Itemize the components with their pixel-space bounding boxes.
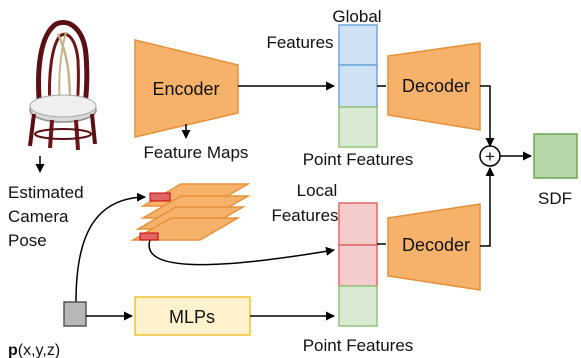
sdf-label: SDF [538,189,572,208]
feature-maps-label: Feature Maps [144,143,249,162]
feature-maps-to-local-curve [148,239,335,266]
mlps-label: MLPs [169,307,215,327]
global-feature-cell-1 [338,24,378,66]
local-feature-cell-1 [338,202,378,246]
point-feature-cell-bottom [338,285,378,327]
global-features-label-line2: Features [266,33,333,52]
point-features-label-top: Point Features [303,150,414,169]
sdf-output-block [533,133,578,179]
global-features-label-line1: Global [332,7,381,26]
camera-pose-label-line2: Camera [8,207,69,226]
decoder-bottom-label: Decoder [402,235,470,255]
decoder-top-to-sum-arrow [480,85,495,147]
input-point-coords: (x,y,z) [18,342,60,358]
decoder-top-block [387,42,481,131]
decoder-top-label: Decoder [402,76,470,96]
camera-pose-label-line3: Pose [8,231,47,250]
encoder-block [134,39,239,138]
point-to-feature-maps-curve [75,192,146,303]
feature-maps-stack [130,183,251,241]
encoder-label: Encoder [152,79,219,99]
input-point-block [63,301,87,327]
global-feature-cell-2 [338,64,378,108]
camera-pose-label-line1: Estimated [8,183,84,202]
local-features-label-line2: Features [271,206,338,225]
input-point-bold: p [8,342,18,358]
decoder-bottom-to-sum-arrow [480,167,495,247]
local-feature-cell-2 [338,244,378,287]
chair-image [28,20,97,151]
input-point-label: p(x,y,z) [8,342,60,358]
point-features-label-bottom: Point Features [303,336,414,355]
point-feature-cell-top [338,106,378,148]
local-features-label-line1: Local [297,181,338,200]
sum-symbol: + [485,147,495,166]
decoder-bottom-block [387,203,481,291]
